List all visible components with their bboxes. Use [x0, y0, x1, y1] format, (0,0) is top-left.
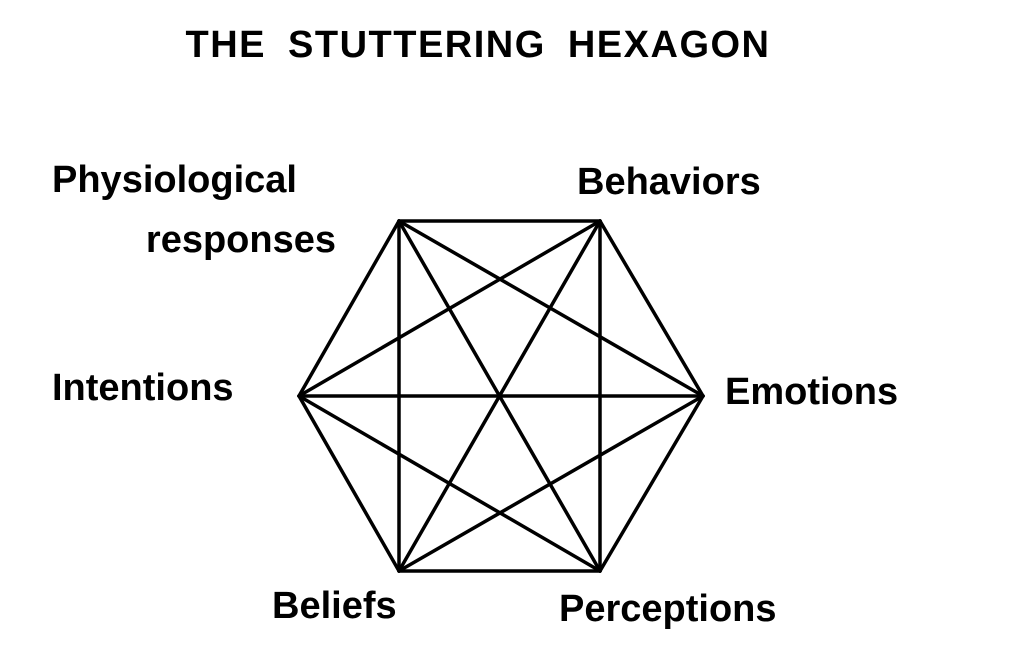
- hexagon-edges: [297, 219, 705, 573]
- node-label-physiological-line2: responses: [145, 219, 336, 261]
- node-label-beliefs: Beliefs: [272, 585, 397, 627]
- edge-behaviors-emotions: [598, 219, 705, 398]
- node-label-physiological-responses: Physiological responses: [52, 150, 336, 270]
- node-label-physiological-line1: Physiological: [52, 159, 297, 201]
- edge-physiological-responses-intentions: [297, 219, 401, 398]
- node-label-behaviors: Behaviors: [577, 161, 761, 203]
- node-label-emotions: Emotions: [725, 371, 899, 413]
- edge-perceptions-intentions: [297, 394, 602, 573]
- node-label-intentions: Intentions: [52, 367, 234, 409]
- edge-beliefs-intentions: [297, 394, 401, 573]
- edge-emotions-perceptions: [598, 394, 705, 573]
- edge-behaviors-intentions: [297, 219, 602, 398]
- node-label-perceptions: Perceptions: [559, 588, 777, 630]
- page-title: THE STUTTERING HEXAGON: [185, 24, 771, 66]
- edge-emotions-beliefs: [397, 394, 705, 573]
